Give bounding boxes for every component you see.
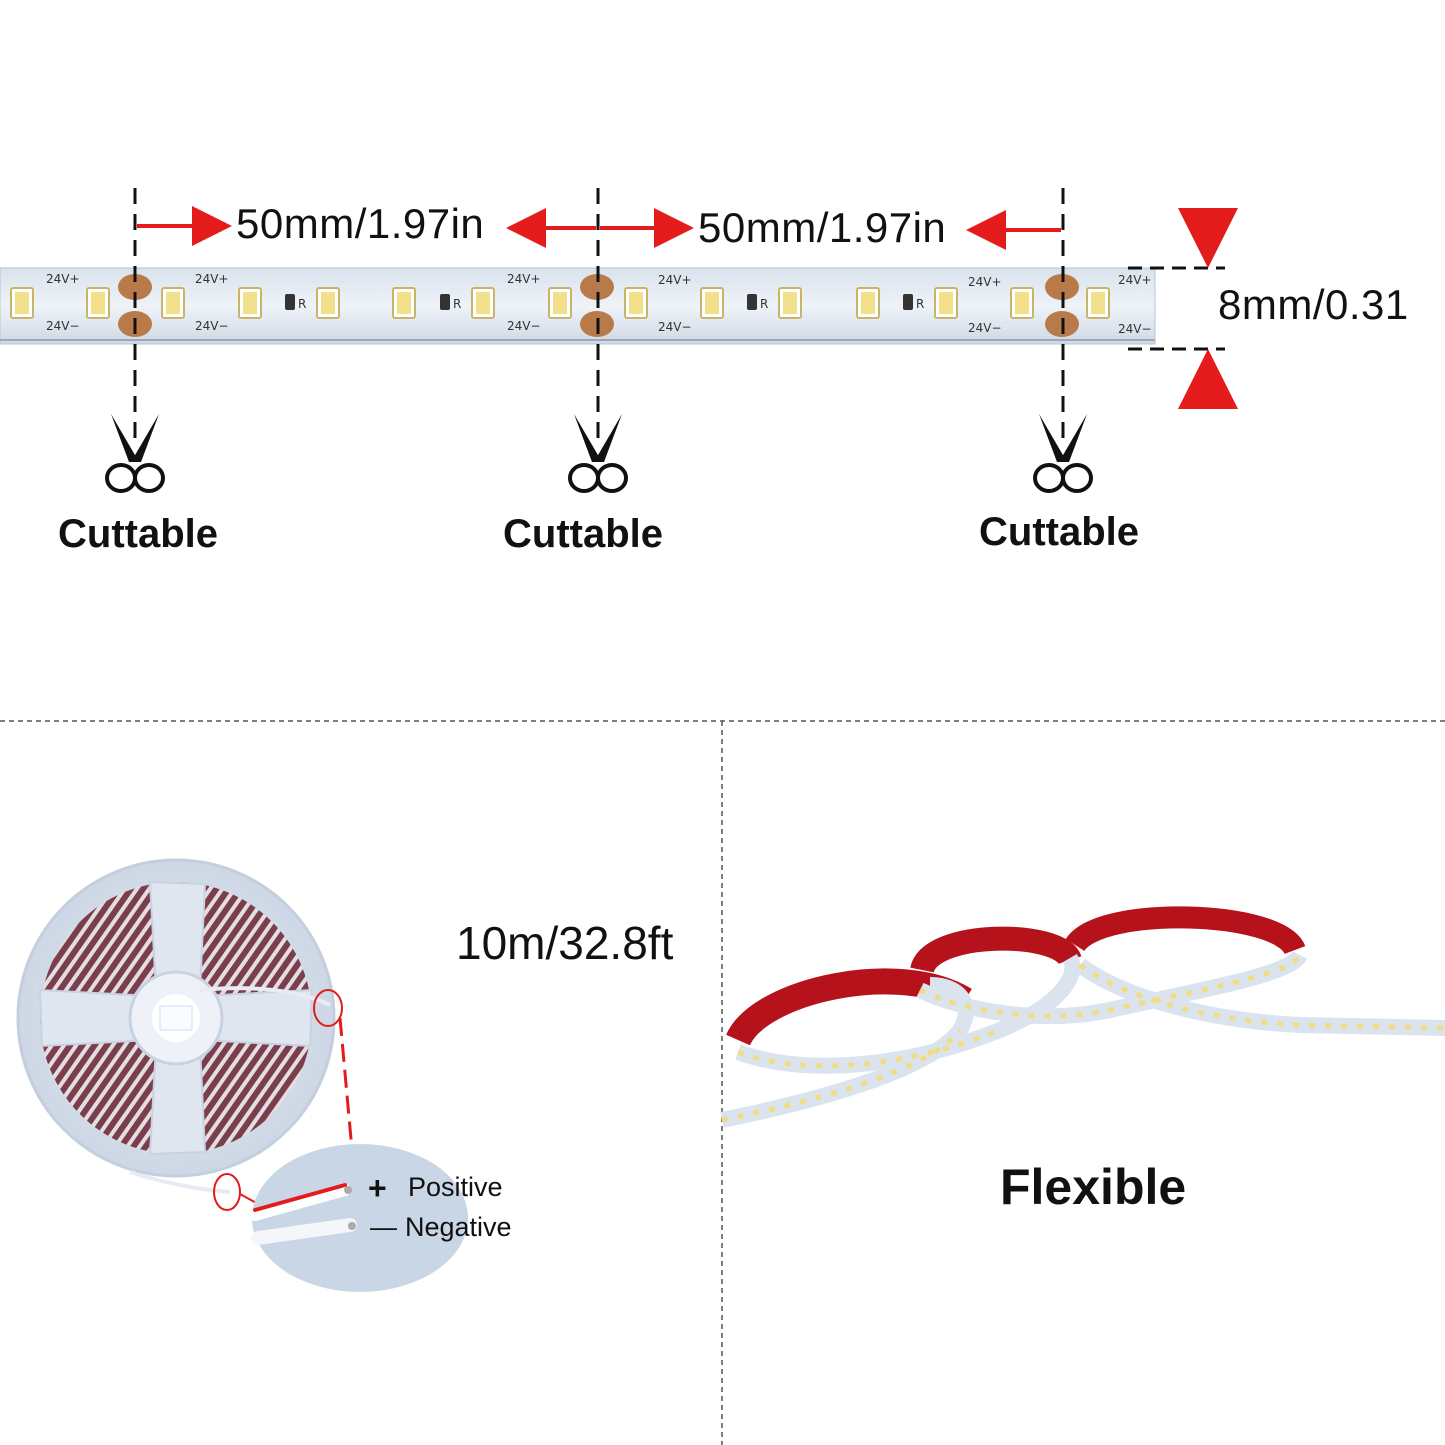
scissors-icon (105, 414, 165, 493)
panel-dividers (0, 720, 1445, 1445)
led-chip (1010, 287, 1034, 319)
led-chip (238, 287, 262, 319)
cuttable-label-1: Cuttable (58, 512, 218, 556)
pad-voltage-label: 24V− (195, 319, 229, 333)
led-chip (700, 287, 724, 319)
solder-pad (580, 274, 614, 300)
led-chip (316, 287, 340, 319)
pad-voltage-label: 24V+ (1118, 273, 1152, 287)
pad-voltage-label: 24V+ (507, 272, 541, 286)
resistor-mark: R (298, 297, 306, 311)
led-chip (856, 287, 880, 319)
resistor-mark: R (916, 297, 924, 311)
led-chip (10, 287, 34, 319)
cut-lines (133, 188, 1065, 440)
width-indicator (1128, 208, 1238, 409)
positive-label: Positive (408, 1172, 503, 1202)
led-chip (161, 287, 185, 319)
pad-voltage-label: 24V+ (195, 272, 229, 286)
reel-icon (16, 858, 468, 1292)
pad-voltage-label: 24V− (968, 321, 1002, 335)
positive-symbol: + (368, 1170, 387, 1206)
flexible-label: Flexible (1000, 1159, 1187, 1215)
resistor: R (440, 294, 461, 311)
solder-pad (118, 274, 152, 300)
led-chip (392, 287, 416, 319)
solder-pad (1045, 274, 1079, 300)
led-chip (548, 287, 572, 319)
led-chip (86, 287, 110, 319)
resistor-mark: R (760, 297, 768, 311)
resistor-mark: R (453, 297, 461, 311)
pad-voltage-label: 24V− (46, 319, 80, 333)
pad-voltage-label: 24V− (658, 320, 692, 334)
flexible-strip-image (720, 906, 1445, 1128)
segment-length-label-1: 50mm/1.97in (236, 200, 485, 247)
pad-voltage-label: 24V− (1118, 322, 1152, 336)
led-chip (1086, 287, 1110, 319)
resistor: R (747, 294, 768, 311)
cuttable-label-2: Cuttable (503, 512, 663, 556)
resistor: R (285, 294, 306, 311)
cuttable-label-3: Cuttable (979, 510, 1139, 554)
pad-voltage-label: 24V+ (658, 273, 692, 287)
pad-voltage-label: 24V+ (46, 272, 80, 286)
led-chip (778, 287, 802, 319)
scissors-icon (568, 414, 628, 493)
led-chip (624, 287, 648, 319)
led-chip (934, 287, 958, 319)
segment-length-label-2: 50mm/1.97in (698, 204, 947, 251)
segment-arrows (137, 206, 1061, 250)
led-chips: R R R R 24V+ 24V− 24V+ 24V− 24V+ 24V− 24V+ 24V− 24V+… (10, 272, 1152, 336)
resistor: R (903, 294, 924, 311)
reel-length-label: 10m/32.8ft (456, 917, 674, 969)
pad-voltage-label: 24V+ (968, 275, 1002, 289)
scissors-icon (1033, 414, 1093, 493)
led-strip: R R R R 24V+ 24V− 24V+ 24V− 24V+ 24V− 24V+ 24V− 24V+… (0, 267, 1156, 345)
led-chip (471, 287, 495, 319)
negative-symbol: — (370, 1212, 397, 1242)
negative-label: Negative (405, 1212, 512, 1242)
pad-voltage-label: 24V− (507, 319, 541, 333)
strip-width-label: 8mm/0.31 (1218, 281, 1409, 328)
